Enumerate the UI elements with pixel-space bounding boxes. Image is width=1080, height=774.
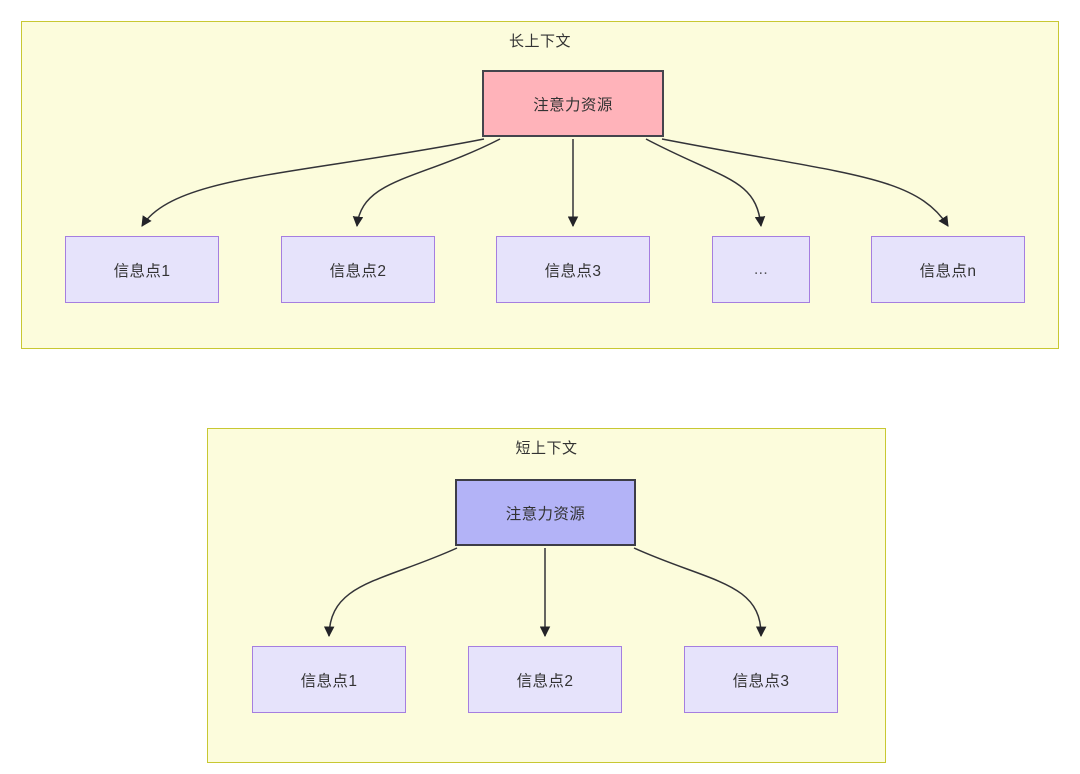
node-label: 信息点3 bbox=[544, 262, 602, 280]
node-info-point-long-1[interactable]: 信息点1 bbox=[65, 236, 219, 303]
node-info-point-short-2[interactable]: 信息点2 bbox=[468, 646, 622, 713]
node-attention-resource-short[interactable]: 注意力资源 bbox=[455, 479, 636, 546]
node-label: 信息点3 bbox=[732, 672, 790, 690]
panel-long-context-title: 长上下文 bbox=[508, 33, 571, 50]
node-label: 注意力资源 bbox=[505, 505, 586, 523]
node-info-point-short-3[interactable]: 信息点3 bbox=[684, 646, 838, 713]
node-info-point-long-ellipsis[interactable]: ... bbox=[712, 236, 810, 303]
node-label: 信息点n bbox=[919, 262, 977, 280]
node-info-point-long-3[interactable]: 信息点3 bbox=[496, 236, 650, 303]
node-label: 信息点1 bbox=[113, 262, 171, 280]
node-label: 信息点2 bbox=[516, 672, 574, 690]
node-info-point-long-2[interactable]: 信息点2 bbox=[281, 236, 435, 303]
node-attention-resource-long[interactable]: 注意力资源 bbox=[482, 70, 664, 137]
node-label: 信息点2 bbox=[329, 262, 387, 280]
panel-short-context-title: 短上下文 bbox=[515, 440, 578, 457]
node-label: 注意力资源 bbox=[533, 96, 613, 114]
node-label: ... bbox=[753, 260, 769, 278]
node-label: 信息点1 bbox=[300, 672, 358, 690]
node-info-point-short-1[interactable]: 信息点1 bbox=[252, 646, 406, 713]
node-info-point-long-n[interactable]: 信息点n bbox=[871, 236, 1025, 303]
